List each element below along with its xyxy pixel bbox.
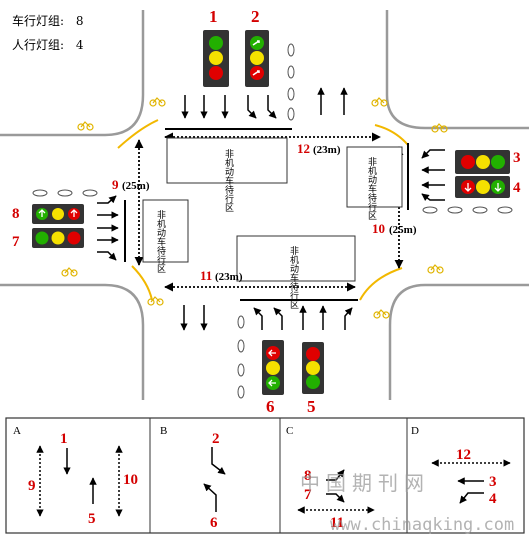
vehicle-label: 车行灯组:	[12, 14, 65, 28]
dist-11-num: 11	[200, 268, 212, 283]
zone-bottom-box	[236, 235, 356, 282]
bicycle-icon	[427, 264, 444, 274]
zone-bottom-text: 非机动车待行区	[288, 245, 299, 309]
dist-9-unit: (25m)	[122, 180, 150, 192]
ped-label: 人行灯组:	[12, 38, 65, 52]
phase-c: C 8 7 11	[286, 425, 375, 531]
dist-10-num: 10	[372, 221, 385, 236]
watermark-url: www.chinaqking.com	[330, 515, 514, 535]
zone-right-box	[346, 146, 403, 208]
signal-4: 4	[455, 176, 521, 198]
signal-7-label: 7	[12, 234, 20, 250]
signal-6-label: 6	[266, 397, 275, 416]
phase-a-num-1: 1	[60, 431, 68, 447]
phase-d: D 12 3 4	[411, 425, 511, 507]
phase-c-label: C	[286, 425, 293, 437]
bicycle-icon	[147, 296, 164, 306]
phase-c-num-8: 8	[304, 468, 312, 484]
zone-left-text: 非机动车待行区	[155, 209, 166, 273]
bicycle-icon	[371, 97, 388, 107]
ped-signal-legend: 人行灯组: 4	[12, 36, 84, 53]
phase-b-num-6: 6	[210, 515, 218, 531]
bicycle-icon	[61, 267, 78, 277]
phase-a: A 1 9 10 5	[13, 425, 138, 527]
phase-d-num-4: 4	[489, 491, 497, 507]
dist-11-unit: (23m)	[215, 271, 243, 283]
phase-a-num-9: 9	[28, 478, 36, 494]
signal-7: 7	[12, 228, 84, 250]
bicycle-icon	[149, 97, 166, 107]
signal-5-label: 5	[307, 397, 316, 416]
bicycle-icon	[373, 309, 390, 319]
zone-top-box	[166, 137, 288, 184]
dist-10-unit: (25m)	[389, 224, 417, 236]
signal-1: 1	[203, 7, 229, 87]
watermark-cn: 中国期刊网	[300, 471, 430, 495]
zone-top-text: 非机动车待行区	[223, 148, 234, 212]
lane-ovals	[32, 43, 513, 399]
phase-d-num-3: 3	[489, 474, 497, 490]
lane-arrows	[97, 60, 445, 331]
signal-3: 3	[455, 150, 521, 174]
ped-count: 4	[75, 38, 84, 52]
vehicle-signal-legend: 车行灯组: 8	[12, 12, 84, 29]
phase-panel: A 1 9 10 5 B 2 6 C 8 7 11	[5, 417, 525, 534]
waiting-zones: 非机动车待行区 非机动车待行区 非机动车待行区 非机动车待行区	[142, 137, 403, 309]
curb-arcs	[117, 119, 409, 301]
signal-4-label: 4	[513, 180, 521, 196]
bicycle-icon	[77, 121, 94, 131]
phase-c-num-7: 7	[304, 487, 312, 503]
signal-8: 8	[12, 204, 84, 224]
bicycle-icon	[431, 123, 448, 133]
zone-left-box	[142, 199, 189, 263]
dist-12-unit: (23m)	[313, 144, 341, 156]
signal-3-label: 3	[513, 150, 521, 166]
phase-b: B 2 6	[160, 425, 226, 531]
phase-a-num-10: 10	[123, 472, 138, 488]
zone-right-text: 非机动车待行区	[366, 156, 377, 220]
phase-b-label: B	[160, 425, 167, 437]
dist-9-num: 9	[112, 177, 119, 192]
phase-c-num-11: 11	[330, 515, 344, 531]
bicycle-icons	[61, 97, 448, 319]
signal-1-label: 1	[209, 7, 218, 26]
watermark: 中国期刊网 www.chinaqking.com	[300, 471, 514, 535]
phase-a-label: A	[13, 425, 21, 437]
phase-b-num-2: 2	[212, 431, 220, 447]
vehicle-count: 8	[75, 14, 84, 28]
signal-8-label: 8	[12, 206, 20, 222]
road-edges	[0, 10, 529, 400]
signal-2-label: 2	[251, 7, 260, 26]
phase-d-num-12: 12	[456, 447, 471, 463]
phase-a-num-5: 5	[88, 511, 96, 527]
signal-2: 2	[245, 7, 269, 87]
stop-lines	[124, 128, 409, 301]
phase-d-label: D	[411, 425, 419, 437]
distance-labels: 12 (23m) 9 (25m) 10 (25m) 11 (23m)	[112, 141, 417, 283]
dist-12-num: 12	[297, 141, 310, 156]
signal-5: 5	[302, 342, 324, 416]
signal-6: 6	[262, 340, 284, 416]
